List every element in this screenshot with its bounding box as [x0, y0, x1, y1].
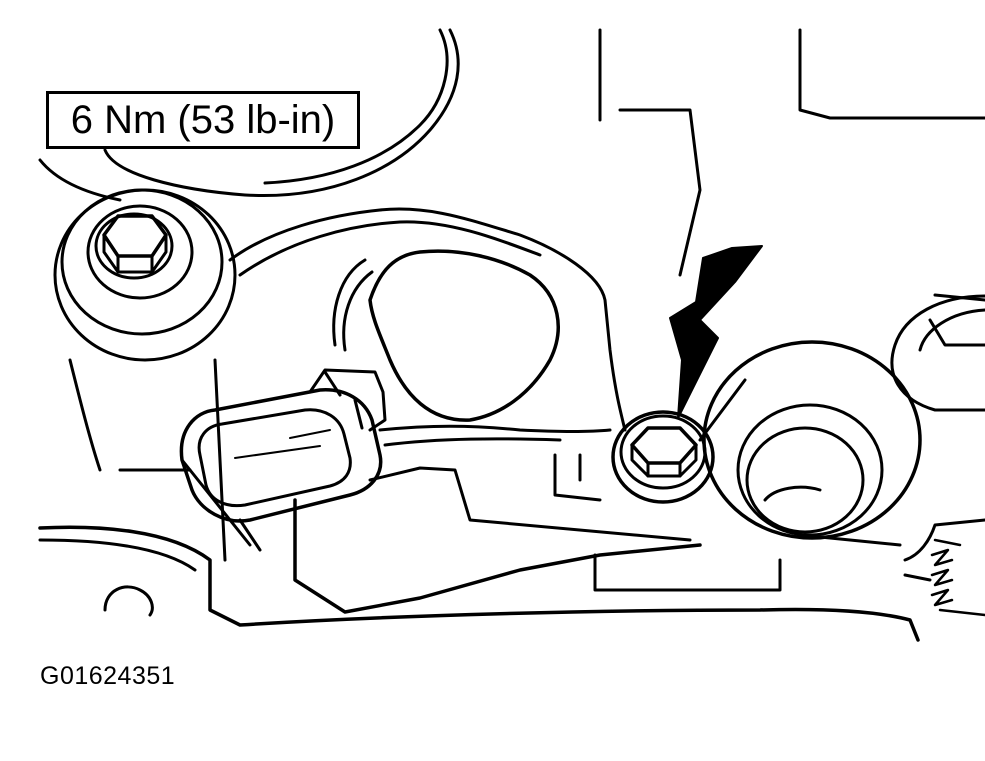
sensor-connector: [179, 368, 387, 552]
torque-spec-text: 6 Nm (53 lb-in): [70, 98, 336, 142]
engine-housing-outline: [38, 28, 985, 302]
figure-id-label: G01624351: [40, 662, 176, 690]
right-bore: [702, 340, 922, 540]
arrow-down-left-icon: [669, 245, 763, 419]
sensor-bracket: [228, 207, 747, 614]
torque-spec-callout: 6 Nm (53 lb-in): [46, 91, 360, 149]
right-edge-bolt: [890, 294, 985, 412]
sensor-retaining-bolt: [611, 410, 715, 504]
lower-housing: [38, 358, 985, 642]
left-bolt-boss: [53, 188, 237, 362]
zigzag-fastener: [930, 538, 985, 617]
